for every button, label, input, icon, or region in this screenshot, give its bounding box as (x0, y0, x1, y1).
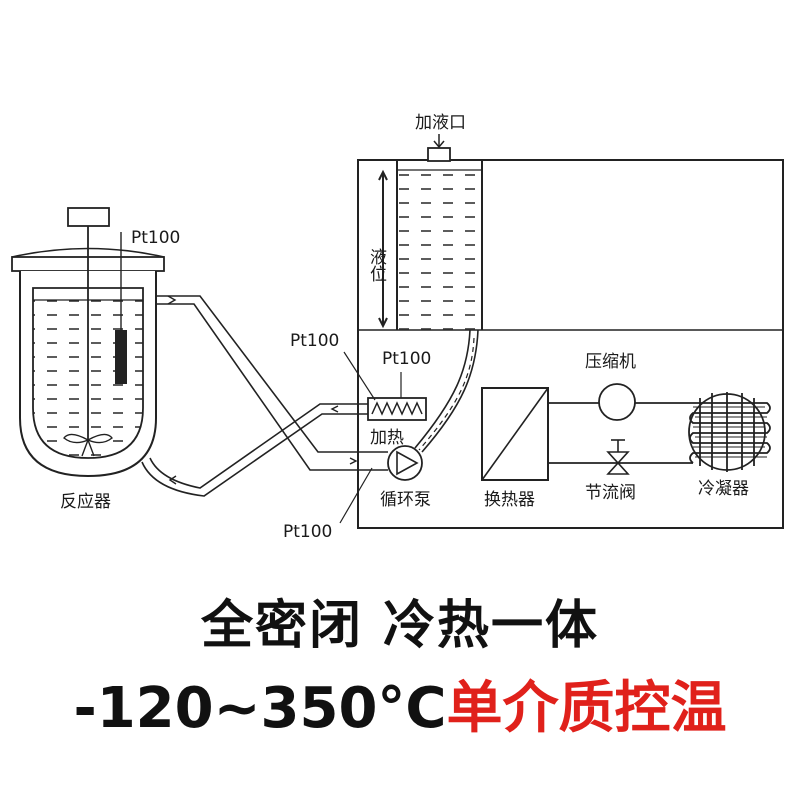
system-schematic: 加液口 液位 加热 Pt100 循环泵 换热器 压缩机 (11, 113, 784, 542)
cabinet-box (357, 159, 784, 529)
supply-hose (156, 295, 388, 471)
condenser-icon (688, 392, 771, 472)
level-label: 液位 (366, 248, 387, 282)
stirrer-icon (63, 207, 113, 457)
pump-label: 循环泵 (380, 490, 431, 510)
compressor-icon (598, 383, 636, 421)
heat-exchanger-icon (481, 387, 549, 481)
heater-label: 加热 (370, 428, 404, 448)
storage-tank (396, 160, 483, 330)
heat-exchanger-label: 换热器 (484, 490, 535, 510)
pt100-probe-icon (115, 232, 127, 384)
fill-port-icon (427, 134, 451, 162)
pt100-bottom-lead (339, 467, 373, 524)
throttle-valve-label: 节流阀 (585, 483, 636, 503)
pt100-left-lead (343, 351, 376, 401)
level-indicator (378, 169, 388, 329)
tank-return-pipe (414, 329, 471, 449)
headline-line-1: 全密闭 冷热一体 (200, 596, 600, 656)
condenser-label: 冷凝器 (698, 479, 749, 499)
pt100-left-label: Pt100 (290, 331, 339, 351)
flow-arrows (330, 405, 358, 465)
temperature-range: -120~350°C (73, 676, 447, 741)
pt100-bottom-label: Pt100 (283, 522, 332, 542)
return-hose (141, 403, 368, 497)
heater-icon (367, 397, 427, 421)
throttle-valve-icon (606, 439, 630, 475)
pump-icon (387, 445, 423, 481)
reactor-label: 反应器 (60, 492, 111, 512)
single-medium-control: 单介质控温 (446, 676, 727, 741)
compressor-label: 压缩机 (585, 352, 636, 372)
pt100-heater-label: Pt100 (382, 349, 431, 369)
fill-port-label: 加液口 (415, 113, 466, 133)
pt100-reactor-label: Pt100 (131, 228, 180, 248)
headline-line-2: -120~350°C单介质控温 (0, 663, 800, 744)
